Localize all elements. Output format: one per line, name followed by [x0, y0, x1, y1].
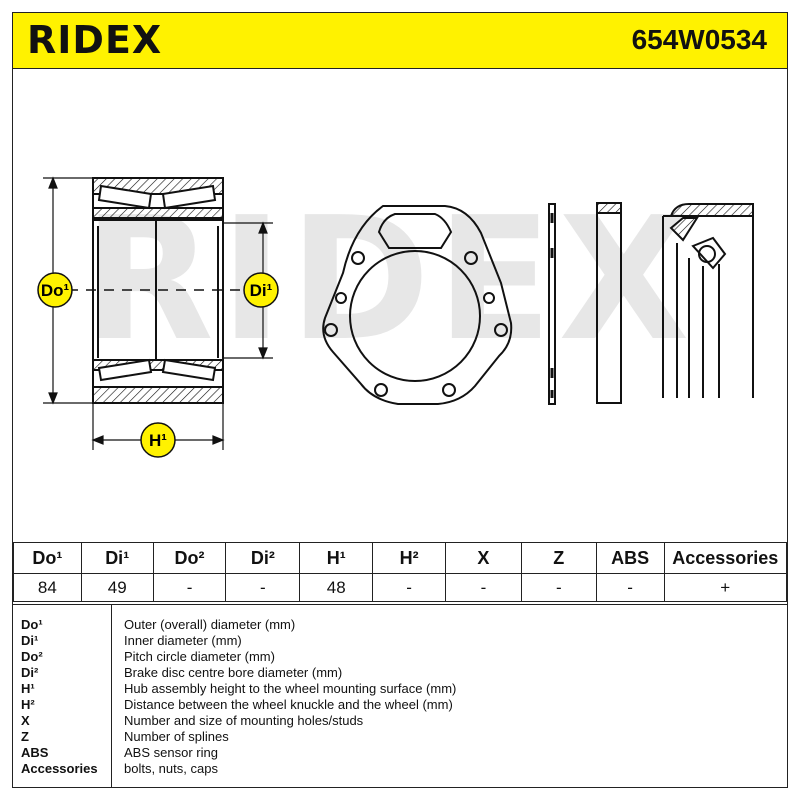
spec-value-accessories: +	[663, 573, 788, 602]
legend-desc: bolts, nuts, caps	[124, 761, 218, 776]
legend-key: X	[21, 713, 30, 728]
legend-desc: Distance between the wheel knuckle and t…	[124, 697, 453, 712]
di-label: Di¹	[250, 281, 273, 300]
spec-value-abs: -	[595, 573, 665, 602]
part-number: 654W0534	[631, 24, 767, 55]
do-label: Do¹	[41, 281, 70, 300]
legend-key: H¹	[21, 681, 35, 696]
legend-key: ABS	[21, 745, 49, 760]
spec-header-h1: H¹	[299, 542, 374, 574]
sensor-ring-side-view	[548, 203, 556, 405]
seal-section-view	[662, 203, 754, 398]
legend-key: Do¹	[21, 617, 43, 632]
h-badge	[140, 422, 176, 458]
spec-table: Do¹ Di¹ Do² Di² H¹ H² X Z ABS Accessorie…	[13, 542, 788, 602]
legend-divider	[111, 605, 112, 788]
legend-key: Accessories	[21, 761, 98, 776]
spec-value-do2: -	[152, 573, 227, 602]
spec-value-x: -	[445, 573, 522, 602]
legend-panel: Do¹ Outer (overall) diameter (mm) Di¹ In…	[13, 604, 787, 788]
legend-desc: Pitch circle diameter (mm)	[124, 649, 275, 664]
brand-logo-text: RIDEX	[27, 18, 163, 62]
legend-desc: Outer (overall) diameter (mm)	[124, 617, 296, 632]
h-label: H¹	[149, 431, 167, 450]
ring-section-view	[596, 202, 622, 404]
legend-desc: Inner diameter (mm)	[124, 633, 242, 648]
bearing-section-view	[68, 177, 253, 404]
spec-header-abs: ABS	[595, 542, 665, 574]
spec-header-do1: Do¹	[13, 542, 82, 574]
di-badge	[243, 272, 279, 308]
technical-drawing: RIDEX	[13, 68, 787, 548]
legend-key: Do²	[21, 649, 43, 664]
do-badge	[37, 272, 73, 308]
spec-value-h2: -	[372, 573, 446, 602]
product-sheet: RIDEX 654W0534 RIDEX	[12, 12, 788, 788]
header-bar: RIDEX 654W0534	[13, 13, 787, 69]
spec-header-row: Do¹ Di¹ Do² Di² H¹ H² X Z ABS Accessorie…	[13, 542, 788, 574]
legend-desc: ABS sensor ring	[124, 745, 218, 760]
spec-value-di1: 49	[80, 573, 154, 602]
legend-key: H²	[21, 697, 35, 712]
legend-desc: Number and size of mounting holes/studs	[124, 713, 364, 728]
spec-header-accessories: Accessories	[663, 542, 788, 574]
spec-header-di2: Di²	[225, 542, 301, 574]
spec-header-z: Z	[520, 542, 597, 574]
legend-key: Di²	[21, 665, 39, 680]
spec-header-x: X	[445, 542, 522, 574]
spec-value-z: -	[520, 573, 597, 602]
spec-value-do1: 84	[13, 573, 82, 602]
flange-gasket-view	[322, 205, 513, 405]
spec-header-h2: H²	[372, 542, 446, 574]
legend-desc: Hub assembly height to the wheel mountin…	[124, 681, 457, 696]
spec-value-row: 84 49 - - 48 - - - - +	[13, 573, 788, 602]
legend-key: Z	[21, 729, 29, 744]
h-dimension	[91, 403, 225, 450]
legend-desc: Number of splines	[124, 729, 229, 744]
legend-key: Di¹	[21, 633, 39, 648]
drawing-svg: RIDEX	[37, 176, 754, 458]
spec-value-di2: -	[225, 573, 301, 602]
legend-desc: Brake disc centre bore diameter (mm)	[124, 665, 343, 680]
spec-header-do2: Do²	[152, 542, 227, 574]
brand-logo: RIDEX	[27, 19, 207, 61]
spec-value-h1: 48	[299, 573, 374, 602]
spec-header-di1: Di¹	[80, 542, 154, 574]
